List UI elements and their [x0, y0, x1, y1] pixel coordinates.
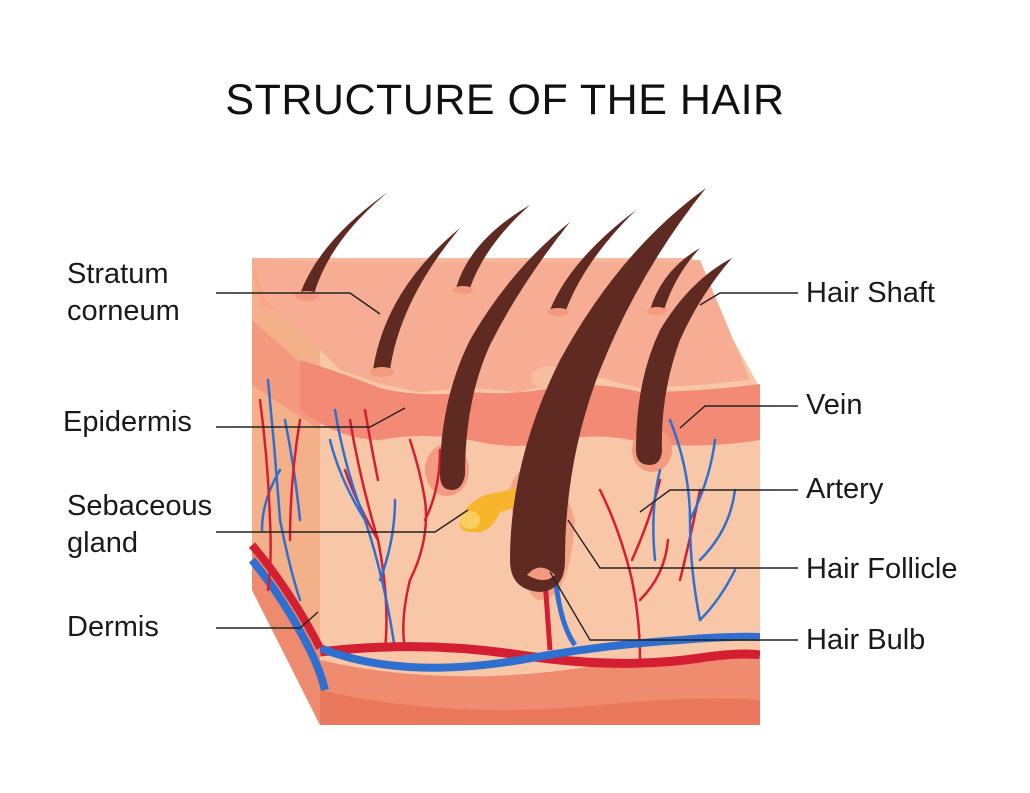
hair-strand — [440, 222, 570, 490]
label-artery: Artery — [806, 473, 884, 505]
leader-hair-shaft — [699, 292, 798, 306]
leader-artery — [639, 489, 798, 513]
leader-dermis — [216, 611, 319, 629]
label-hair-shaft: Hair Shaft — [806, 277, 935, 309]
leader-lines — [216, 292, 798, 641]
label-epidermis: Epidermis — [63, 406, 192, 438]
leader-stratum-corneum — [216, 292, 381, 315]
leader-hair-follicle — [567, 519, 798, 569]
diagram-title: STRUCTURE OF THE HAIR — [225, 76, 785, 124]
label-vein: Vein — [806, 389, 863, 421]
hair-strand — [373, 228, 460, 370]
vessel-network — [320, 408, 760, 672]
hair-strand — [650, 248, 700, 310]
leader-sebaceous-gland — [216, 509, 469, 533]
hair-strand — [456, 205, 530, 288]
hair-strand — [636, 258, 732, 465]
hair-strand — [300, 192, 388, 294]
leader-hair-bulb — [549, 571, 798, 641]
veins — [328, 408, 737, 652]
label-stratum-corneum: Stratum corneum — [67, 258, 180, 327]
label-dermis: Dermis — [67, 611, 159, 643]
side-vessels — [248, 378, 329, 691]
label-hair-follicle: Hair Follicle — [806, 553, 958, 585]
label-hair-bulb: Hair Bulb — [806, 624, 926, 656]
leader-epidermis — [216, 407, 406, 428]
hair-strand — [550, 210, 636, 310]
hair-strand-main — [510, 188, 706, 592]
arteries — [343, 408, 702, 662]
label-sebaceous-gland: Sebaceous gland — [67, 490, 213, 559]
leader-vein — [679, 405, 798, 429]
hairs — [295, 188, 732, 592]
